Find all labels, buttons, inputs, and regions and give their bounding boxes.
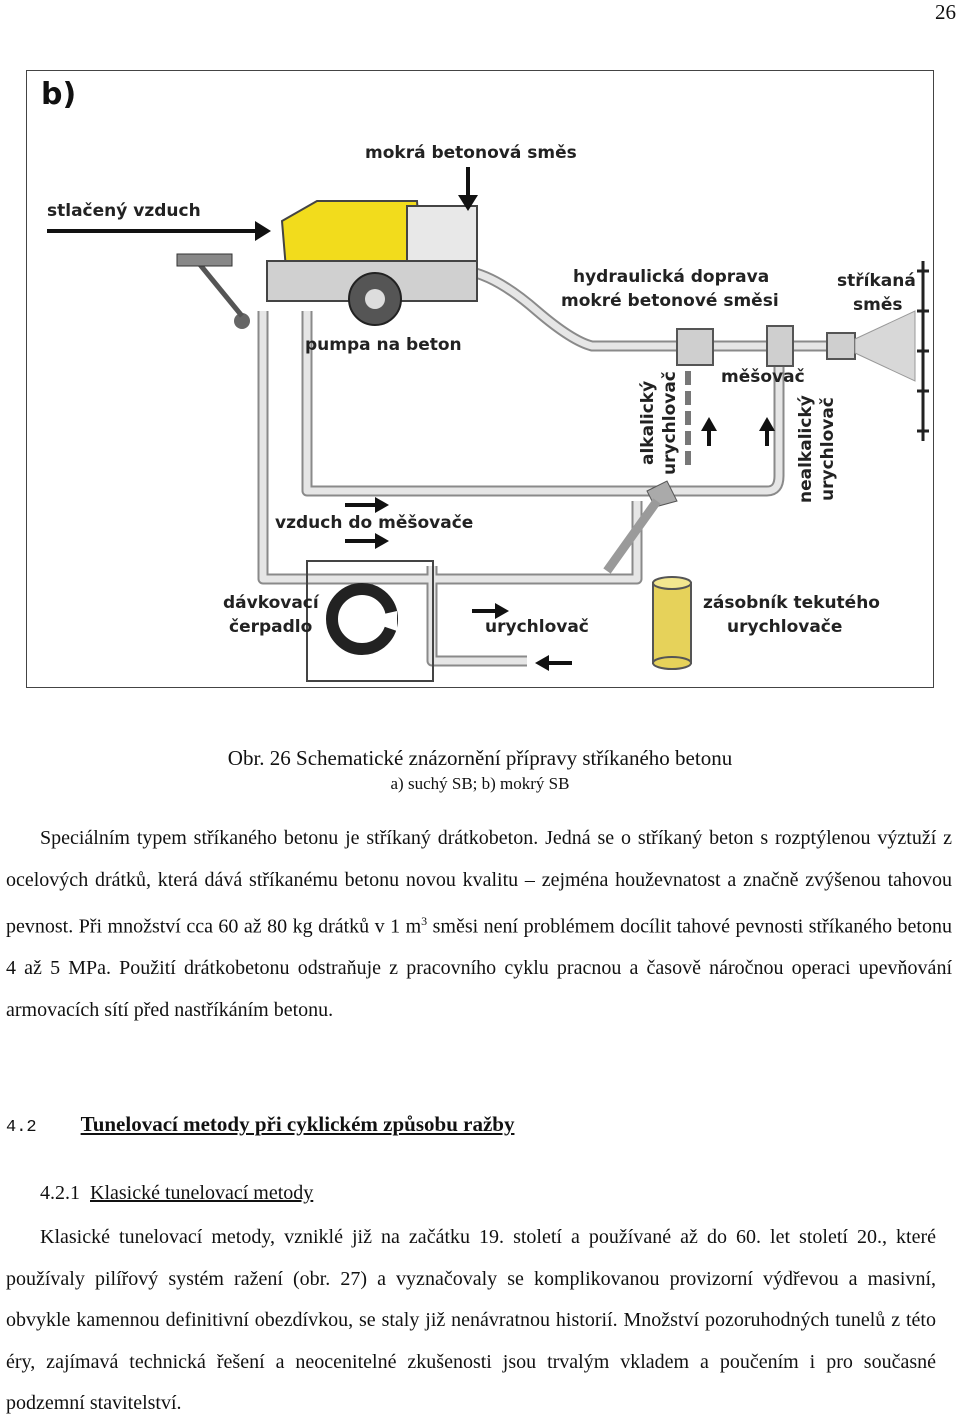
label-tank-2: urychlovače: [727, 617, 843, 637]
label-sprayed-2: směs: [853, 295, 903, 315]
paragraph-1-text-b: směsi není problémem docílit tahové pevn…: [6, 915, 952, 1021]
paragraph-1-text-a: Speciálním typem stříkaného betonu je st…: [6, 827, 952, 938]
section-number: 4.2: [6, 1118, 37, 1137]
spray-cone: [854, 310, 916, 382]
tank-barrel: [652, 576, 692, 670]
label-tank-1: zásobník tekutého: [703, 593, 880, 613]
page-number: 26: [935, 0, 956, 24]
label-mixer: měšovač: [721, 367, 805, 387]
tunnel-wall: [917, 261, 929, 441]
dosing-pump: [306, 560, 434, 682]
label-hydraulic-2: mokré betonové směsi: [561, 291, 779, 311]
label-accelerator: urychlovač: [485, 617, 589, 637]
label-alkaline-2: urychlovač: [660, 371, 680, 475]
figure-caption: Obr. 26 Schematické znázornění přípravy …: [227, 746, 733, 770]
label-nonalkaline-2: urychlovač: [818, 397, 838, 501]
label-compressed-air: stlačený vzduch: [47, 201, 201, 221]
section-heading: 4.2 Tunelovací metody při cyklickém způso…: [6, 1112, 514, 1137]
paragraph-1-sup: 3: [421, 914, 428, 928]
label-alkaline-1: alkalický: [638, 380, 658, 465]
figure-caption-sub: a) suchý SB; b) mokrý SB: [390, 774, 570, 793]
subsection-number: 4.2.1: [40, 1182, 80, 1204]
figure-letter: b): [41, 77, 77, 112]
subsection-title: Klasické tunelovací metody: [90, 1182, 314, 1204]
label-hydraulic-1: hydraulická doprava: [573, 267, 770, 287]
paragraph-2: Klasické tunelovací metody, vzniklé již …: [6, 1226, 936, 1414]
arrows: [47, 167, 775, 671]
figure-diagram: b) mokrá betonová směs stlačený vzduch p…: [26, 70, 934, 688]
label-air-to-mixer: vzduch do měšovače: [275, 513, 474, 533]
paragraph-1: Speciálním typem stříkaného betonu je st…: [6, 818, 952, 1031]
section-title: Tunelovací metody při cyklickém způsobu …: [80, 1112, 515, 1136]
label-dosing-2: čerpadlo: [229, 617, 313, 637]
diagram-drawing: [47, 167, 929, 682]
pump-machine: [176, 200, 478, 329]
label-pump: pumpa na beton: [305, 335, 462, 355]
mixer-unit: [603, 325, 856, 574]
label-sprayed-1: stříkaná: [837, 271, 916, 291]
label-nonalkaline-1: nealkalický: [796, 395, 816, 503]
label-dosing-1: dávkovací: [223, 593, 319, 613]
label-wet-mix: mokrá betonová směs: [365, 143, 577, 163]
subsection-heading: 4.2.1 Klasické tunelovací metody: [40, 1182, 313, 1205]
